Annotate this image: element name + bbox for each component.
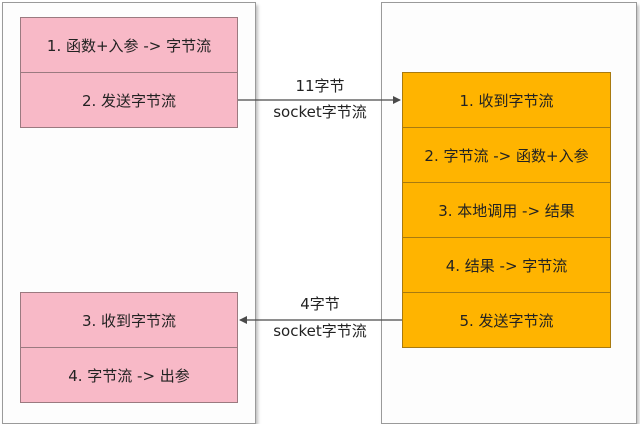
client-step-4-box: 4. 字节流 -> 出参 [20,347,238,403]
server-step-5-label: 5. 发送字节流 [459,311,554,330]
client-step-2-box: 2. 发送字节流 [20,72,238,128]
response-arrow-label-bytes: 4字节 [300,295,340,313]
response-arrow-label-socket: socket字节流 [273,322,367,340]
client-step-2-label: 2. 发送字节流 [81,91,177,110]
request-arrow-label-bytes: 11字节 [295,77,345,95]
server-step-4-box: 4. 结果 -> 字节流 [402,237,611,293]
client-step-1-label: 1. 函数+入参 -> 字节流 [46,36,212,55]
server-step-3-label: 3. 本地调用 -> 结果 [438,201,575,220]
client-step-3-label: 3. 收到字节流 [81,311,177,330]
server-step-3-box: 3. 本地调用 -> 结果 [402,182,611,238]
client-step-4-label: 4. 字节流 -> 出参 [68,366,190,385]
server-step-2-label: 2. 字节流 -> 函数+入参 [424,146,589,165]
server-step-4-label: 4. 结果 -> 字节流 [445,256,568,275]
server-step-5-box: 5. 发送字节流 [402,292,611,348]
request-arrow-label-socket: socket字节流 [273,103,367,121]
server-step-2-box: 2. 字节流 -> 函数+入参 [402,127,611,183]
server-step-1-label: 1. 收到字节流 [459,91,554,110]
